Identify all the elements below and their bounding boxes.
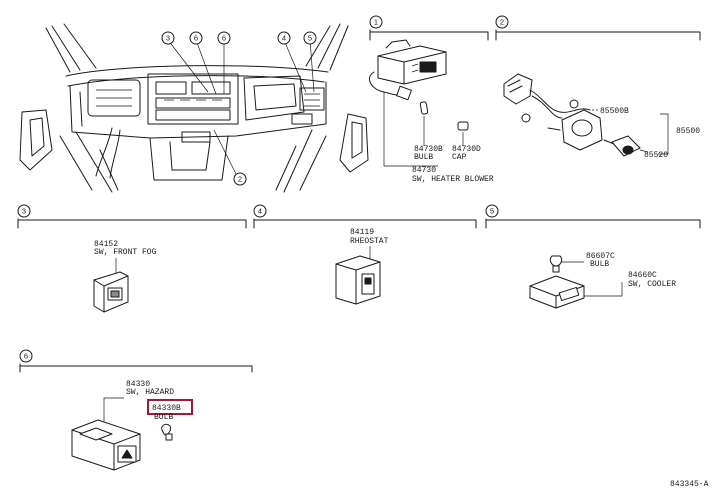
dash-callout-5 — [303, 31, 317, 45]
p4-name: RHEOSTAT — [350, 237, 389, 246]
p1-bulb-name: BULB — [414, 153, 433, 162]
panel-3-front-fog: 3 84152 SW, FRONT FOG — [17, 204, 247, 313]
p4-part: 84119 — [350, 228, 374, 237]
panel-1-heater-blower: 1 84730B BULB 84730D CAP 84730 SW, HEATE… — [369, 15, 494, 184]
p2-part-main: 85500 — [676, 127, 700, 136]
diagram-id: 843345-A — [670, 480, 709, 489]
dash-callout-2 — [233, 172, 247, 186]
panel-2-lighter: 2 85500B 85520 85500 — [495, 15, 701, 160]
p5-sw-name: SW, COOLER — [628, 280, 676, 289]
callout-3 — [17, 204, 31, 218]
dash-callout-5-label: 5 — [308, 34, 312, 43]
dashboard-overview: 3 6 6 4 5 2 — [19, 23, 369, 193]
callout-3-label: 3 — [22, 207, 26, 216]
panel-5-cooler: 5 86607C BULB 84660C SW, COOLER — [485, 204, 701, 309]
callout-5-label: 5 — [490, 207, 494, 216]
panel-4-rheostat: 4 84119 RHEOSTAT — [253, 204, 477, 305]
callout-4-label: 4 — [258, 207, 262, 216]
callout-2 — [495, 15, 509, 29]
p5-bulb-name: BULB — [590, 260, 609, 269]
p3-name: SW, FRONT FOG — [94, 248, 157, 257]
p5-sw-part: 84660C — [628, 271, 657, 280]
callout-5 — [485, 204, 499, 218]
p2-part-a: 85500B — [600, 107, 629, 116]
p3-part: 84152 — [94, 240, 118, 249]
p1-main-name: SW, HEATER BLOWER — [412, 175, 494, 184]
panel-6-hazard: 6 84330 SW, HAZARD 84330B BULB — [19, 349, 253, 471]
callout-1-label: 1 — [374, 18, 378, 27]
p1-cap-name: CAP — [452, 153, 467, 162]
highlight-box[interactable] — [147, 399, 193, 415]
callout-1 — [369, 15, 383, 29]
p6-bulb-part: 84330B — [152, 404, 181, 413]
p2-part-b: 85520 — [644, 151, 668, 160]
dash-callout-4-label: 4 — [282, 34, 286, 43]
dash-callout-4 — [277, 31, 291, 45]
p6-main-part: 84330 — [126, 380, 150, 389]
dash-callout-6a-label: 6 — [194, 34, 198, 43]
callout-6 — [19, 349, 33, 363]
dash-callout-6b-label: 6 — [222, 34, 226, 43]
p6-main-name: SW, HAZARD — [126, 388, 174, 397]
callout-2-label: 2 — [500, 18, 504, 27]
dash-callout-3 — [161, 31, 175, 45]
callout-6-label: 6 — [24, 352, 28, 361]
p6-bulb-name: BULB — [154, 413, 173, 422]
p1-main-part: 84730 — [412, 166, 436, 175]
p1-cap-part: 84730D — [452, 145, 481, 154]
dash-callout-3-label: 3 — [166, 34, 170, 43]
p5-bulb-part: 86607C — [586, 252, 615, 261]
dash-callout-6b — [217, 31, 231, 45]
dash-callout-6a — [189, 31, 203, 45]
dash-callout-2-label: 2 — [238, 175, 242, 184]
callout-4 — [253, 204, 267, 218]
p1-bulb-part: 84730B — [414, 145, 443, 154]
